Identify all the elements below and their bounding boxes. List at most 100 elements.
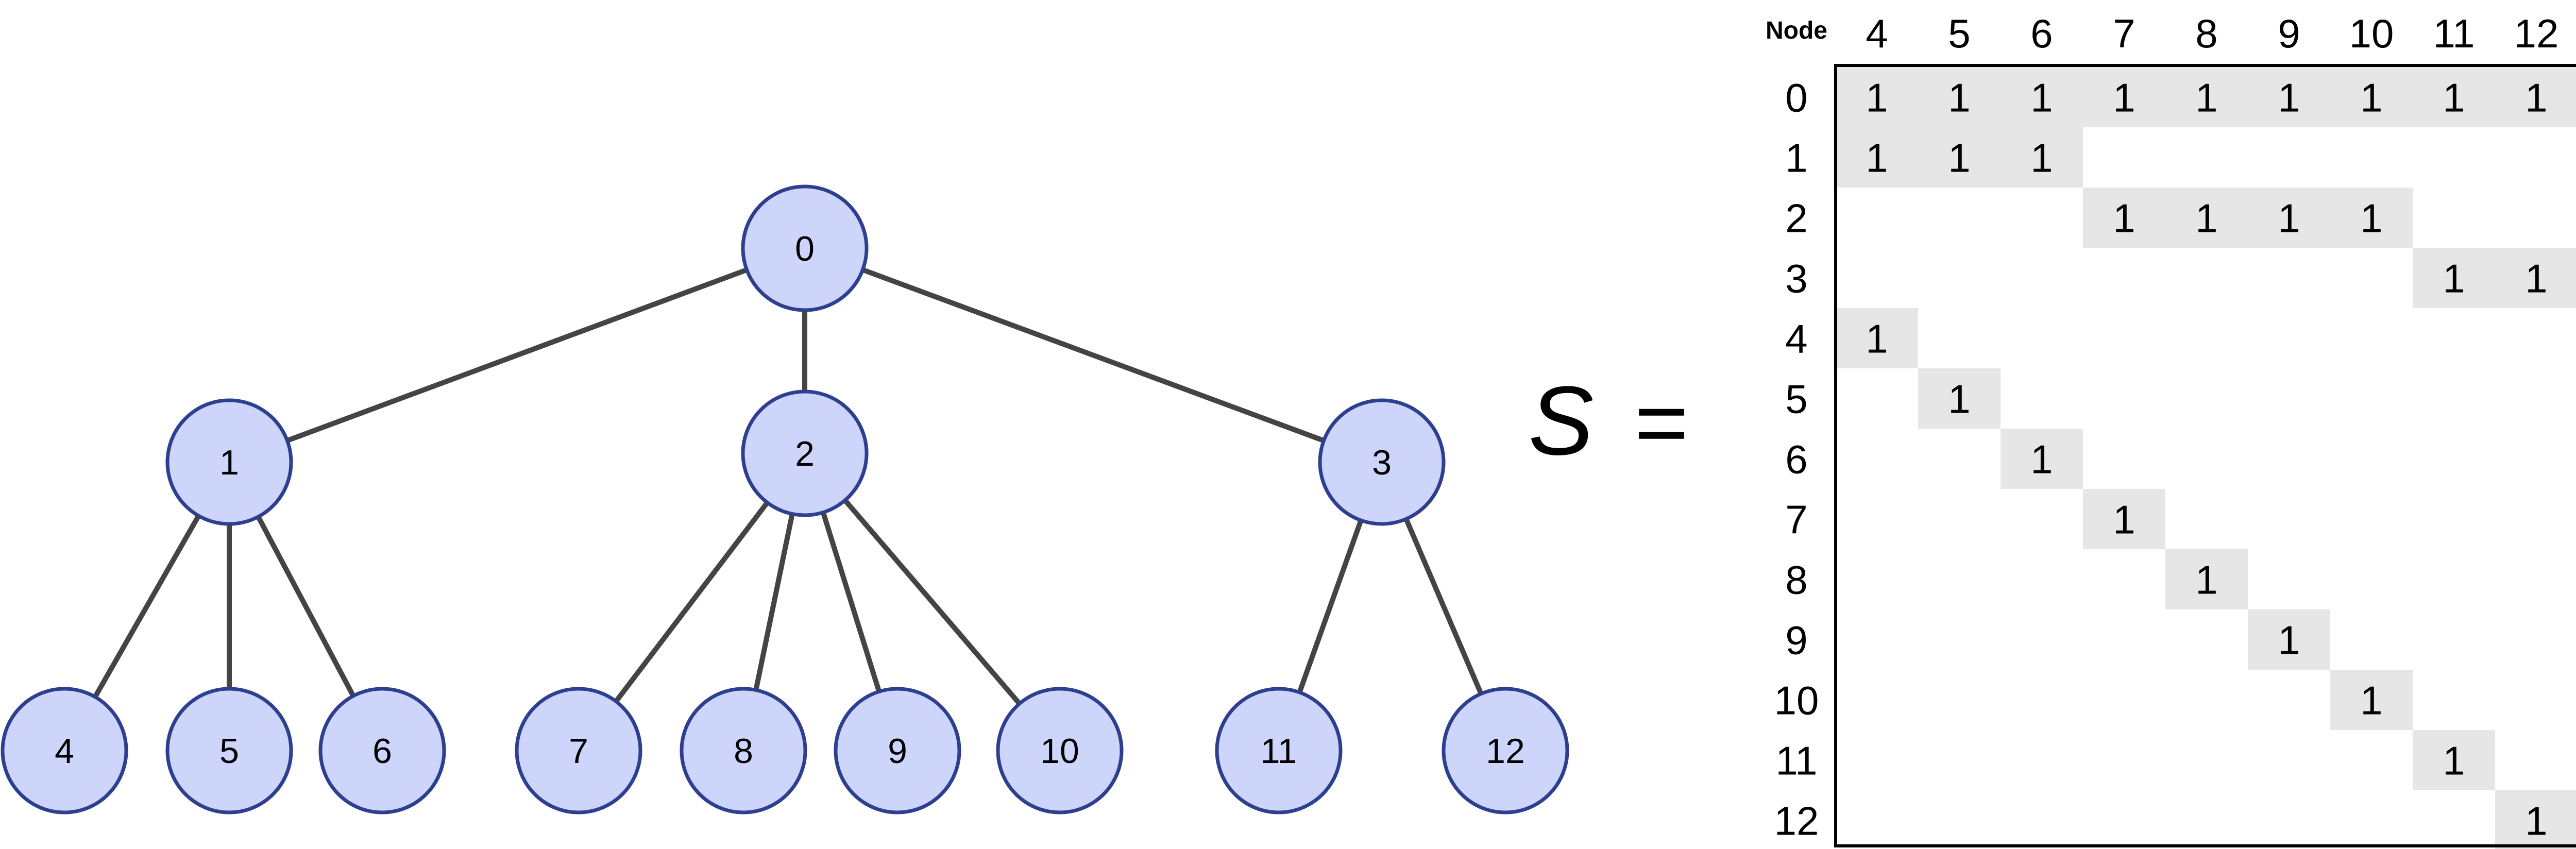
row-header-8: 8 — [1785, 557, 1807, 603]
cell-value-r7-c7: 1 — [2113, 497, 2135, 542]
cell-highlight-r0-c11 — [2413, 67, 2495, 127]
tree-node-3: 3 — [1318, 398, 1446, 526]
row-header-10: 10 — [1774, 678, 1819, 723]
cell-highlight-r0-c4 — [1836, 67, 1918, 127]
tree-node-9: 9 — [834, 687, 961, 814]
matrix-symbol: S — [1529, 366, 1594, 476]
tree-node-0: 0 — [741, 184, 869, 312]
cell-value-r2-c7: 1 — [2113, 196, 2135, 241]
cell-value-r9-c9: 1 — [2278, 618, 2300, 663]
node-circle — [1318, 398, 1446, 526]
node-label: 10 — [1040, 732, 1079, 771]
tree-node-4: 4 — [1, 687, 128, 814]
node-circle — [741, 184, 869, 312]
node-label: 0 — [795, 229, 815, 268]
cell-highlight-r10-c10 — [2330, 670, 2413, 730]
cell-value-r0-c6: 1 — [2030, 75, 2053, 121]
column-header-4: 4 — [1866, 11, 1888, 56]
row-header-1: 1 — [1785, 135, 1807, 181]
tree-edge-2-10 — [803, 451, 1062, 753]
cell-value-r11-c11: 1 — [2443, 738, 2465, 784]
cell-highlight-r0-c12 — [2495, 67, 2576, 127]
column-header-9: 9 — [2278, 11, 2300, 56]
node-label: 7 — [569, 732, 588, 771]
matrix-frame — [1834, 64, 2576, 847]
row-header-3: 3 — [1785, 256, 1807, 301]
node-label: 9 — [888, 732, 907, 771]
row-header-12: 12 — [1774, 799, 1819, 844]
node-label: 3 — [1372, 443, 1392, 482]
cell-value-r10-c10: 1 — [2360, 678, 2382, 723]
cell-value-r0-c5: 1 — [1948, 75, 1970, 121]
column-header-10: 10 — [2349, 11, 2394, 56]
tree-node-1: 1 — [165, 398, 293, 526]
node-circle — [680, 687, 807, 814]
tree-edge-0-3 — [804, 246, 1383, 465]
cell-highlight-r1-c5 — [1918, 127, 2001, 188]
cell-highlight-r0-c9 — [2248, 67, 2330, 127]
cell-highlight-r1-c6 — [2001, 127, 2083, 188]
cell-highlight-r8-c8 — [2165, 549, 2248, 609]
cell-value-r1-c5: 1 — [1948, 135, 1970, 181]
cell-highlight-r0-c10 — [2330, 67, 2413, 127]
cell-value-r5-c5: 1 — [1948, 377, 1970, 422]
cell-value-r0-c9: 1 — [2278, 75, 2300, 121]
cell-value-r2-c10: 1 — [2360, 196, 2382, 241]
equals-sign: = — [1634, 371, 1688, 474]
node-label: 4 — [55, 732, 74, 771]
cell-value-r2-c9: 1 — [2278, 196, 2300, 241]
column-header-8: 8 — [2195, 11, 2217, 56]
cell-value-r12-c12: 1 — [2525, 799, 2547, 844]
node-label: 11 — [1261, 732, 1297, 771]
cell-highlight-r0-c6 — [2001, 67, 2083, 127]
cell-highlight-r12-c12 — [2495, 790, 2576, 849]
column-header-12: 12 — [2514, 11, 2559, 56]
node-circle — [318, 687, 446, 814]
node-circle — [1215, 687, 1343, 814]
tree-edge-0-1 — [228, 246, 806, 465]
node-circle — [165, 687, 293, 814]
cell-value-r0-c12: 1 — [2525, 75, 2547, 121]
node-label: 6 — [372, 732, 392, 771]
cell-highlight-r2-c9 — [2248, 188, 2330, 248]
cell-value-r1-c6: 1 — [2030, 135, 2053, 181]
cell-value-r0-c7: 1 — [2113, 75, 2135, 121]
cell-highlight-r2-c8 — [2165, 188, 2248, 248]
node-circle — [996, 687, 1124, 814]
node-label: 2 — [795, 434, 815, 473]
row-header-6: 6 — [1785, 437, 1807, 482]
cell-value-r3-c12: 1 — [2525, 256, 2547, 301]
row-header-4: 4 — [1785, 316, 1807, 362]
node-label: 1 — [219, 443, 239, 482]
cell-value-r0-c8: 1 — [2195, 75, 2217, 121]
node-circle — [1, 687, 128, 814]
cell-highlight-r3-c12 — [2495, 248, 2576, 308]
cell-highlight-r0-c8 — [2165, 67, 2248, 127]
node-circle — [741, 389, 869, 517]
column-header-11: 11 — [2433, 11, 2475, 56]
row-header-5: 5 — [1785, 377, 1807, 422]
cell-highlight-r2-c7 — [2083, 188, 2165, 248]
tree-node-2: 2 — [741, 389, 869, 517]
column-header-6: 6 — [2030, 11, 2053, 56]
node-circle — [1442, 687, 1569, 814]
row-header-2: 2 — [1785, 196, 1807, 241]
node-label: 8 — [734, 732, 753, 771]
cell-value-r4-c4: 1 — [1866, 316, 1888, 362]
node-circle — [165, 398, 293, 526]
cell-value-r0-c4: 1 — [1866, 75, 1888, 121]
cell-highlight-r0-c7 — [2083, 67, 2165, 127]
tree-node-8: 8 — [680, 687, 807, 814]
row-header-9: 9 — [1785, 618, 1807, 663]
cell-value-r6-c6: 1 — [2030, 437, 2053, 482]
node-circle — [515, 687, 642, 814]
cell-value-r0-c11: 1 — [2443, 75, 2465, 121]
node-circle — [834, 687, 961, 814]
cell-highlight-r7-c7 — [2083, 489, 2165, 549]
cell-value-r0-c10: 1 — [2360, 75, 2382, 121]
